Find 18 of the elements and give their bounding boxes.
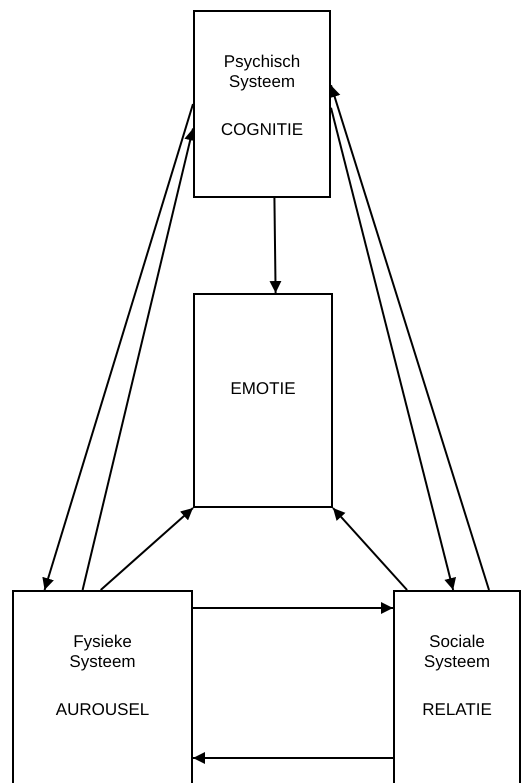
arrow <box>330 108 456 590</box>
box-title: EMOTIE <box>230 379 296 399</box>
box-title: Fysieke Systeem <box>68 632 137 672</box>
box-title: Psychisch Systeem <box>222 52 302 92</box>
box-label: COGNITIE <box>220 120 304 140</box>
arrow <box>193 752 393 764</box>
arrow <box>100 507 194 591</box>
system-box <box>193 293 333 508</box>
arrow <box>269 198 282 294</box>
arrow <box>193 602 393 614</box>
arrow <box>332 507 408 591</box>
system-box <box>193 10 331 198</box>
system-box <box>393 590 521 783</box>
box-label: AUROUSEL <box>56 700 150 720</box>
system-box <box>12 590 193 783</box>
arrow <box>42 104 194 590</box>
box-label: RELATIE <box>422 700 492 720</box>
box-title: Sociale Systeem <box>422 632 492 672</box>
